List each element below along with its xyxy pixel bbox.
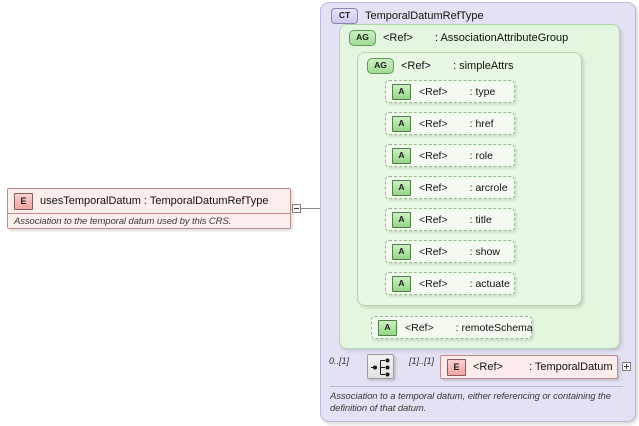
attribute-name-type: : type [469,85,496,98]
expand-toggle-temporaldatum[interactable] [622,362,631,371]
source-element-header: E usesTemporalDatum : TemporalDatumRefTy… [8,189,290,214]
attribute-badge-icon: A [392,243,411,260]
element-ref-label: <Ref> : TemporalDatum [473,361,613,373]
attribute-group-association-header: AG <Ref> : AssociationAttributeGroup [349,30,568,46]
choice-compositor[interactable] [367,354,394,379]
attribute-ref-show: <Ref> [419,245,448,258]
attribute-ref-type: <Ref> [419,85,448,98]
attribute-ref-role: <Ref> [419,149,448,162]
choice-icon [371,358,390,377]
source-element-title: usesTemporalDatum : TemporalDatumRefType [40,195,269,207]
attribute-group-association-ref: <Ref> [383,32,413,44]
attribute-badge-icon: A [392,211,411,228]
attribute-group-simpleattrs-ref: <Ref> [401,60,431,72]
attribute-ref-arcrole: <Ref> [419,181,448,194]
attribute-ref-actuate: <Ref> [419,277,448,290]
attribute-row-actuate[interactable]: A <Ref> : actuate [385,272,515,295]
attribute-label-title: <Ref> : title [419,214,492,226]
attribute-badge-icon: A [392,275,411,292]
attribute-ref-href: <Ref> [419,117,448,130]
attribute-group-simpleattrs-header: AG <Ref> : simpleAttrs [367,58,513,74]
attribute-badge-icon: A [392,179,411,196]
attribute-label-type: <Ref> : type [419,86,495,98]
attribute-label-arcrole: <Ref> : arcrole [419,182,508,194]
cardinality-label-left: 0..[1] [329,356,350,366]
attribute-row-show[interactable]: A <Ref> : show [385,240,515,263]
attribute-row-arcrole[interactable]: A <Ref> : arcrole [385,176,515,199]
collapse-toggle-source-element[interactable] [292,204,301,213]
attribute-name-actuate: : actuate [469,277,510,290]
cardinality-label-right: [1]..[1] [409,356,435,366]
attribute-group-simpleattrs-label: <Ref> : simpleAttrs [401,60,513,72]
attribute-name-role: : role [469,149,493,162]
attribute-label-role: <Ref> : role [419,150,493,162]
attribute-name-arcrole: : arcrole [469,181,508,194]
element-badge-icon: E [447,358,466,376]
source-element-documentation: Association to the temporal datum used b… [14,216,232,227]
attribute-badge-icon: A [378,319,397,336]
attribute-ref-remoteschema: <Ref> [405,321,434,334]
attribute-label-remoteschema: <Ref> : remoteSchema [405,322,533,334]
attribute-label-actuate: <Ref> : actuate [419,278,510,290]
attribute-name-href: : href [469,117,494,130]
attribute-row-remoteschema[interactable]: A <Ref> : remoteSchema [371,316,533,339]
attribute-ref-title: <Ref> [419,213,448,226]
attribute-row-title[interactable]: A <Ref> : title [385,208,515,231]
attributegroup-badge-icon: AG [367,58,394,74]
attribute-row-role[interactable]: A <Ref> : role [385,144,515,167]
attribute-label-show: <Ref> : show [419,246,500,258]
element-ref-ref: <Ref> [473,361,503,373]
attribute-name-title: : title [469,213,492,226]
attribute-name-remoteschema: : remoteSchema [455,321,533,334]
complextype-badge-icon: CT [331,8,358,24]
element-ref-temporaldatum[interactable]: E <Ref> : TemporalDatum [440,355,618,379]
complex-type-documentation: Association to a temporal datum, either … [330,391,611,414]
attribute-badge-icon: A [392,147,411,164]
attribute-group-association-label: <Ref> : AssociationAttributeGroup [383,32,568,44]
element-ref-name: : TemporalDatum [528,361,613,373]
attribute-group-simpleattrs-name: : simpleAttrs [452,60,514,72]
attribute-label-href: <Ref> : href [419,118,494,130]
source-element-box[interactable]: E usesTemporalDatum : TemporalDatumRefTy… [7,188,291,229]
attribute-badge-icon: A [392,115,411,132]
attributegroup-badge-icon: AG [349,30,376,46]
element-badge-icon: E [14,192,33,210]
attribute-group-association-name: : AssociationAttributeGroup [434,32,569,44]
attribute-badge-icon: A [392,83,411,100]
attribute-row-type[interactable]: A <Ref> : type [385,80,515,103]
complex-type-header: CT TemporalDatumRefType [331,8,484,24]
attribute-row-href[interactable]: A <Ref> : href [385,112,515,135]
documentation-divider [330,386,623,387]
complex-type-title: TemporalDatumRefType [365,10,484,22]
attribute-name-show: : show [469,245,500,258]
